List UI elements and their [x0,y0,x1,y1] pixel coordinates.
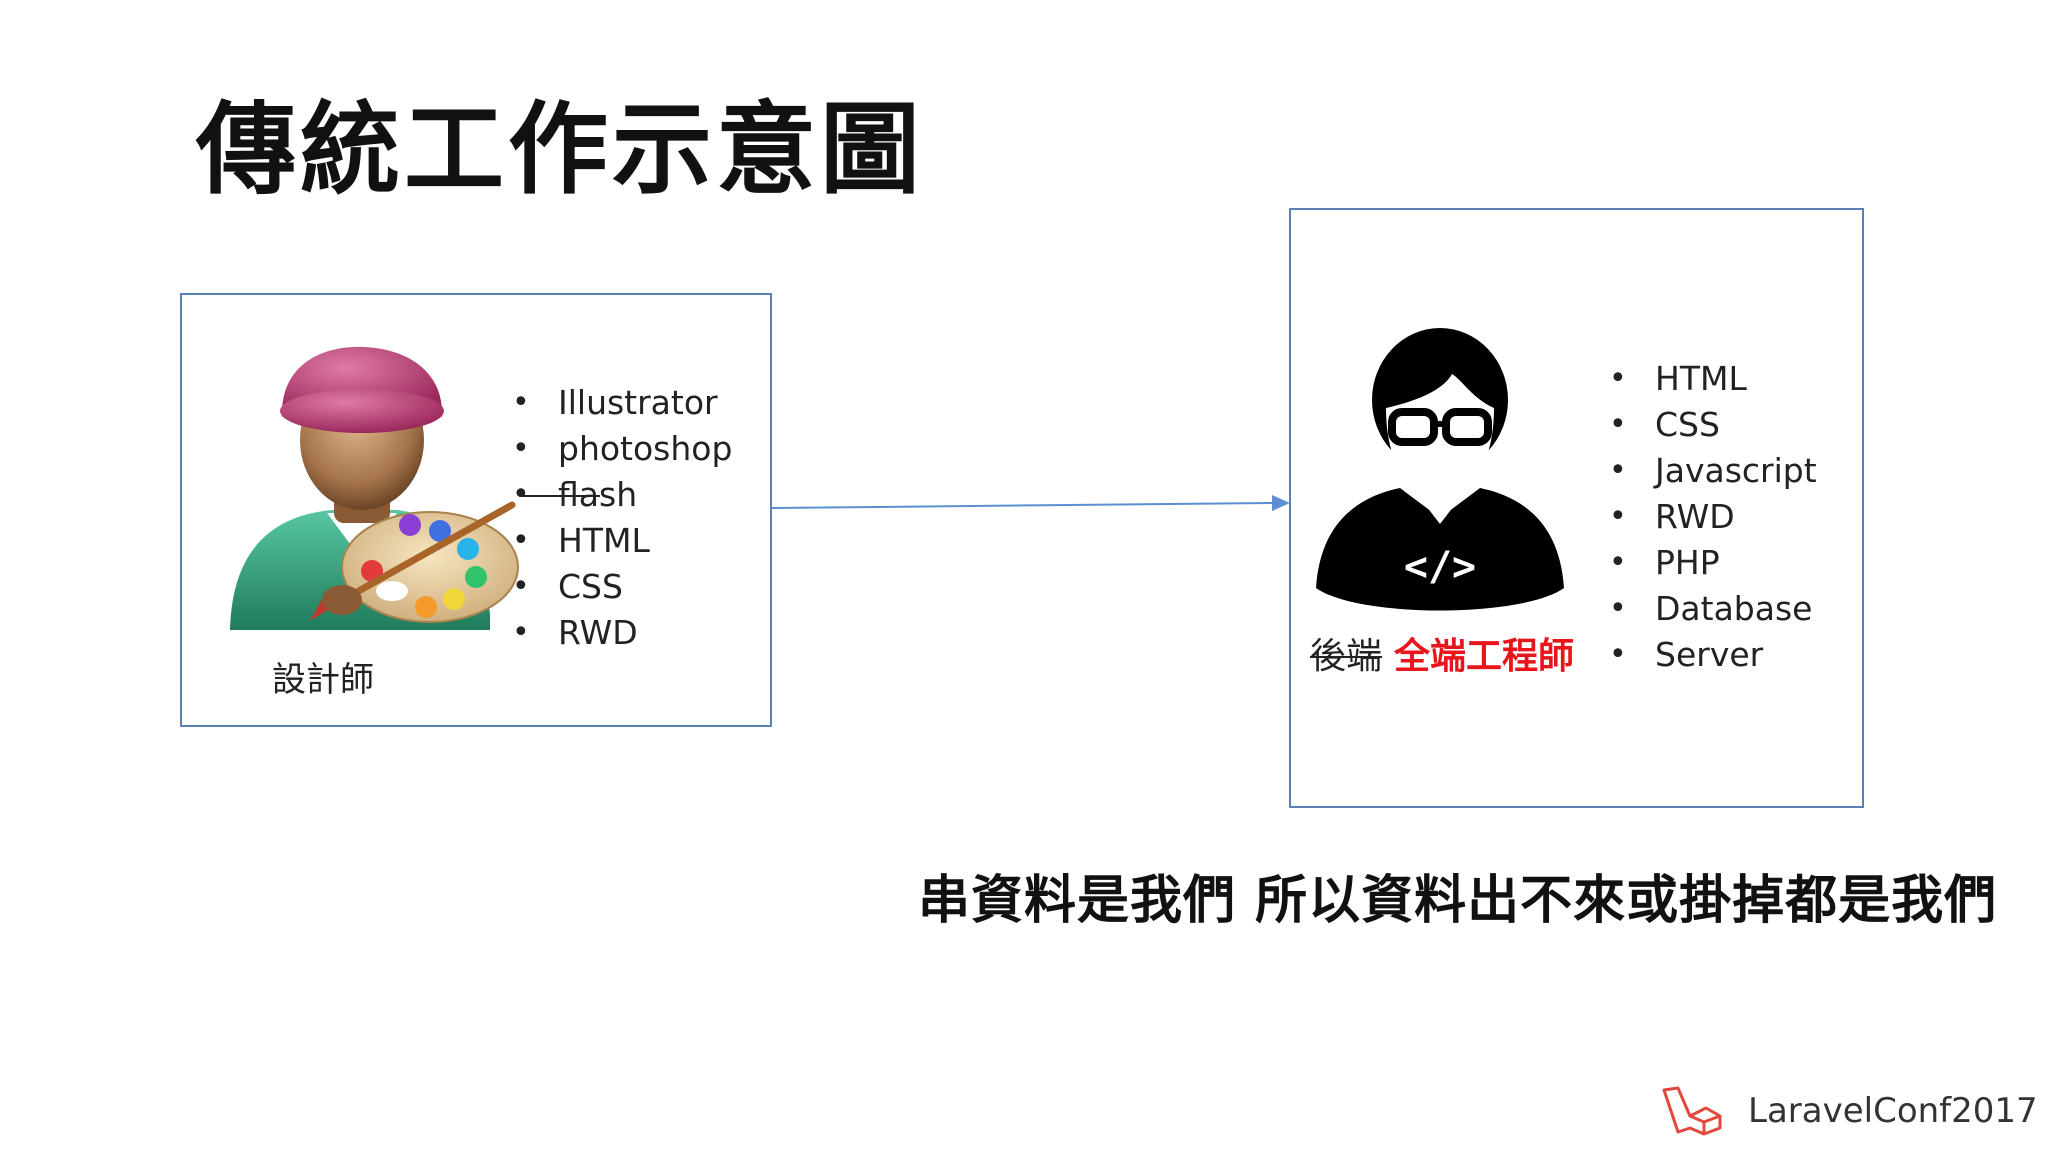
designer-box [180,293,772,727]
skill-label: CSS [1655,405,1720,444]
skill-label: photoshop [558,429,733,468]
skill-label: Javascript [1655,451,1817,490]
list-item: •RWD [512,613,638,652]
list-item: •CSS [512,567,623,606]
list-item: •Server [1609,635,1764,674]
list-item: •photoshop [512,429,733,468]
list-item: •Illustrator [512,383,718,422]
skill-label: Server [1655,635,1764,674]
skill-label: Database [1655,589,1813,628]
list-item-struck: •flash [512,472,732,518]
designer-label: 設計師 [272,660,374,700]
list-item: •HTML [1609,359,1747,398]
backend-box [1289,208,1864,808]
code-glyph: </> [1404,544,1476,590]
brand-text: LaravelConf2017 [1748,1091,2038,1131]
skill-label: Illustrator [558,383,718,422]
skill-label: HTML [1655,359,1747,398]
skill-label: HTML [558,521,650,560]
strikethrough-line [520,495,600,497]
page-title: 傳統工作示意圖 [196,91,924,208]
brand-footer: LaravelConf2017 [1660,1086,2038,1136]
list-item: •Database [1609,589,1813,628]
skill-label: PHP [1655,543,1720,582]
laravel-logo-icon [1662,1086,1722,1136]
list-item: •HTML [512,521,650,560]
arrow-connector [771,495,1290,511]
painter-with-palette-icon [230,346,519,630]
struck-role-label: 後端 [1310,636,1383,677]
backend-skill-list: •HTML •CSS •Javascript •RWD •PHP •Databa… [1609,356,1817,678]
list-item: •RWD [1609,497,1735,536]
skill-label: flash [558,475,638,514]
developer-avatar-icon: </> [1316,328,1564,611]
list-item: •CSS [1609,405,1720,444]
skill-label: CSS [558,567,623,606]
skill-label: RWD [1655,497,1735,536]
backend-role-label: 後端全端工程師 [1310,627,1574,679]
fullstack-role-label: 全端工程師 [1394,636,1575,677]
skill-label: RWD [558,613,638,652]
list-item: •PHP [1609,543,1720,582]
slide-caption: 串資料是我們 所以資料出不來或掛掉都是我們 [918,871,1998,931]
designer-skill-list: •Illustrator •photoshop •flash •HTML •CS… [512,380,732,656]
list-item: •Javascript [1609,451,1817,490]
